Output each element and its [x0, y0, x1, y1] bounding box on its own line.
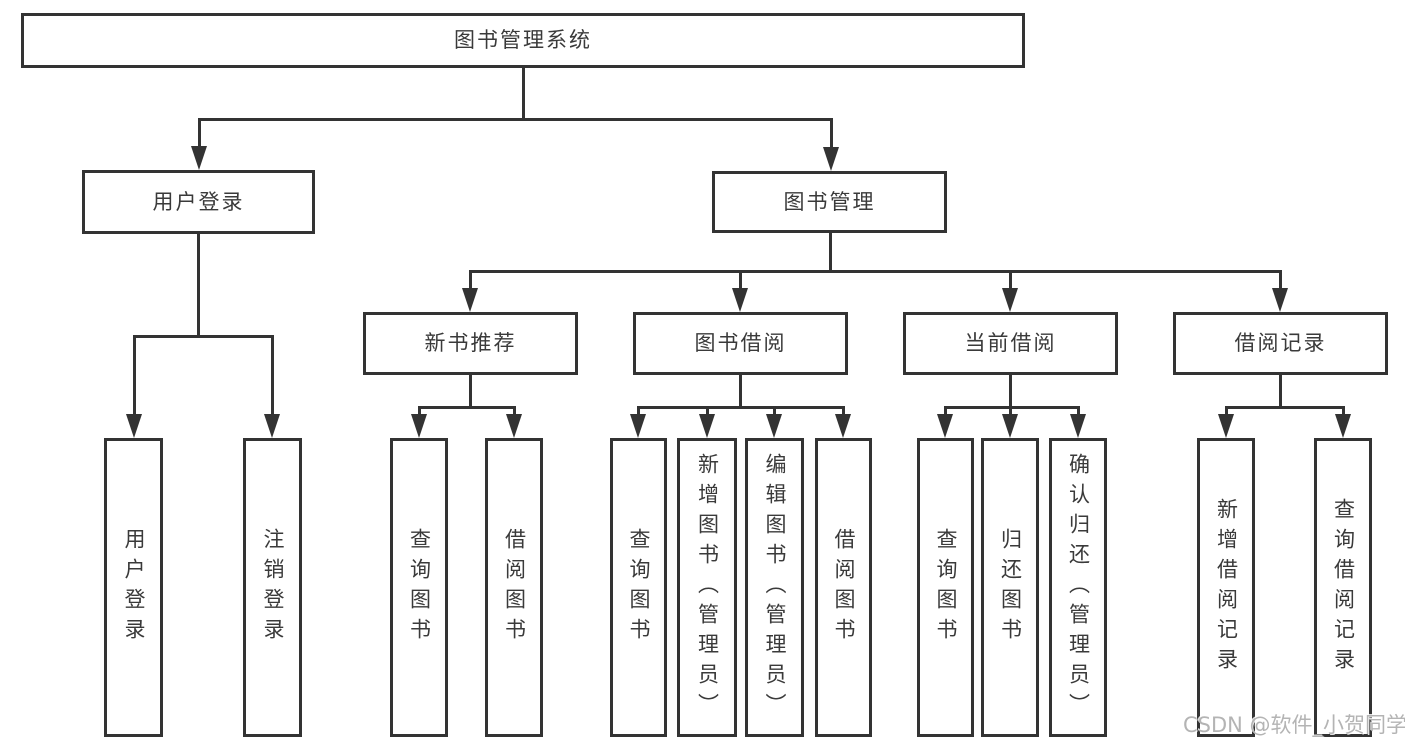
- arrow-down-icon: [630, 414, 646, 438]
- node-label: 图书管理: [783, 189, 876, 214]
- arrow-down-icon: [462, 288, 478, 312]
- node-label: 当前借阅: [964, 331, 1057, 355]
- arrow-down-icon: [1002, 414, 1018, 438]
- node-label: 归还图书: [998, 527, 1023, 648]
- node-leaf-logout: 注销登录: [243, 438, 302, 737]
- connector-branch: [943, 405, 1080, 409]
- node-leaf-edit-books: 编辑图书（管理员）: [745, 438, 804, 737]
- connector-trunk: [738, 375, 742, 407]
- arrow-down-icon: [699, 414, 715, 438]
- connector-drop: [1278, 271, 1282, 292]
- connector-drop: [512, 407, 516, 418]
- arrow-down-icon: [937, 414, 953, 438]
- node-label: 查询图书: [407, 527, 432, 648]
- arrow-down-icon: [1272, 288, 1288, 312]
- node-new-book-recommend: 新书推荐: [363, 312, 578, 375]
- arrow-down-icon: [126, 414, 142, 438]
- node-leaf-confirm-return: 确认归还（管理员）: [1049, 438, 1107, 737]
- connector-trunk: [468, 375, 472, 407]
- node-label: 确认归还（管理员）: [1066, 452, 1091, 723]
- connector-drop: [829, 119, 833, 151]
- node-label: 图书管理系统: [454, 28, 592, 52]
- connector-drop: [1341, 407, 1345, 418]
- node-label: 注销登录: [261, 527, 285, 648]
- node-leaf-add-borrow-record: 新增借阅记录: [1197, 438, 1255, 737]
- connector-branch: [468, 269, 1282, 273]
- connector-drop: [841, 407, 845, 418]
- connector-drop: [1008, 407, 1012, 418]
- node-book-borrowing: 图书借阅: [633, 312, 848, 375]
- connector-drop: [705, 407, 709, 418]
- connector-trunk: [828, 233, 832, 271]
- arrow-down-icon: [835, 414, 851, 438]
- node-borrowing-records: 借阅记录: [1173, 312, 1388, 375]
- arrow-down-icon: [1218, 414, 1234, 438]
- arrow-down-icon: [506, 414, 522, 438]
- arrow-down-icon: [191, 146, 207, 170]
- connector-drop: [468, 271, 472, 292]
- connector-drop: [636, 407, 640, 418]
- node-label: 编辑图书（管理员）: [763, 452, 787, 723]
- node-leaf-user-login: 用户登录: [104, 438, 163, 737]
- arrow-down-icon: [1002, 288, 1018, 312]
- arrow-down-icon: [411, 414, 427, 438]
- connector-drop: [1008, 271, 1012, 292]
- node-leaf-add-books: 新增图书（管理员）: [677, 438, 737, 737]
- node-label: 借阅图书: [502, 527, 527, 648]
- connector-drop: [943, 407, 947, 418]
- node-label: 用户登录: [122, 527, 146, 648]
- arrow-down-icon: [1335, 414, 1351, 438]
- connector-drop: [417, 407, 421, 418]
- node-leaf-query-books-2: 查询图书: [610, 438, 667, 737]
- node-current-borrowing: 当前借阅: [903, 312, 1118, 375]
- node-label: 新书推荐: [424, 331, 517, 355]
- node-label: 查询图书: [627, 527, 651, 648]
- arrow-down-icon: [264, 414, 280, 438]
- connector-drop: [1076, 407, 1080, 418]
- arrow-down-icon: [766, 414, 782, 438]
- connector-drop: [197, 119, 201, 150]
- node-leaf-return-books: 归还图书: [981, 438, 1039, 737]
- arrow-down-icon: [823, 147, 839, 171]
- connector-drop: [1224, 407, 1228, 418]
- node-label: 用户登录: [152, 189, 245, 214]
- node-label: 图书借阅: [694, 331, 787, 355]
- node-book-management: 图书管理: [712, 171, 947, 233]
- node-leaf-query-books-1: 查询图书: [390, 438, 448, 737]
- connector-branch: [1224, 405, 1345, 409]
- connector-drop: [270, 336, 274, 418]
- connector-drop: [738, 271, 742, 292]
- connector-trunk: [521, 68, 525, 119]
- connector-drop: [132, 336, 136, 418]
- connector-drop: [772, 407, 776, 418]
- node-leaf-query-books-3: 查询图书: [917, 438, 974, 737]
- arrow-down-icon: [1070, 414, 1086, 438]
- node-user-login: 用户登录: [82, 170, 315, 234]
- connector-trunk: [1008, 375, 1012, 407]
- node-label: 新增图书（管理员）: [695, 452, 720, 723]
- connector-branch: [132, 334, 274, 338]
- node-leaf-borrow-books-1: 借阅图书: [485, 438, 543, 737]
- node-leaf-borrow-books-2: 借阅图书: [815, 438, 872, 737]
- node-label: 新增借阅记录: [1214, 497, 1239, 678]
- node-leaf-query-borrow-record: 查询借阅记录: [1314, 438, 1372, 737]
- connector-branch: [417, 405, 516, 409]
- node-root: 图书管理系统: [21, 13, 1025, 68]
- node-label: 查询图书: [934, 527, 958, 648]
- node-label: 查询借阅记录: [1331, 497, 1356, 678]
- connector-trunk: [1278, 375, 1282, 407]
- arrow-down-icon: [732, 288, 748, 312]
- node-label: 借阅图书: [832, 527, 856, 648]
- csdn-watermark: CSDN @软件_小贺同学: [1183, 713, 1405, 737]
- connector-trunk: [196, 234, 200, 336]
- connector-branch: [197, 117, 833, 121]
- node-label: 借阅记录: [1234, 331, 1327, 355]
- connector-branch: [636, 405, 845, 409]
